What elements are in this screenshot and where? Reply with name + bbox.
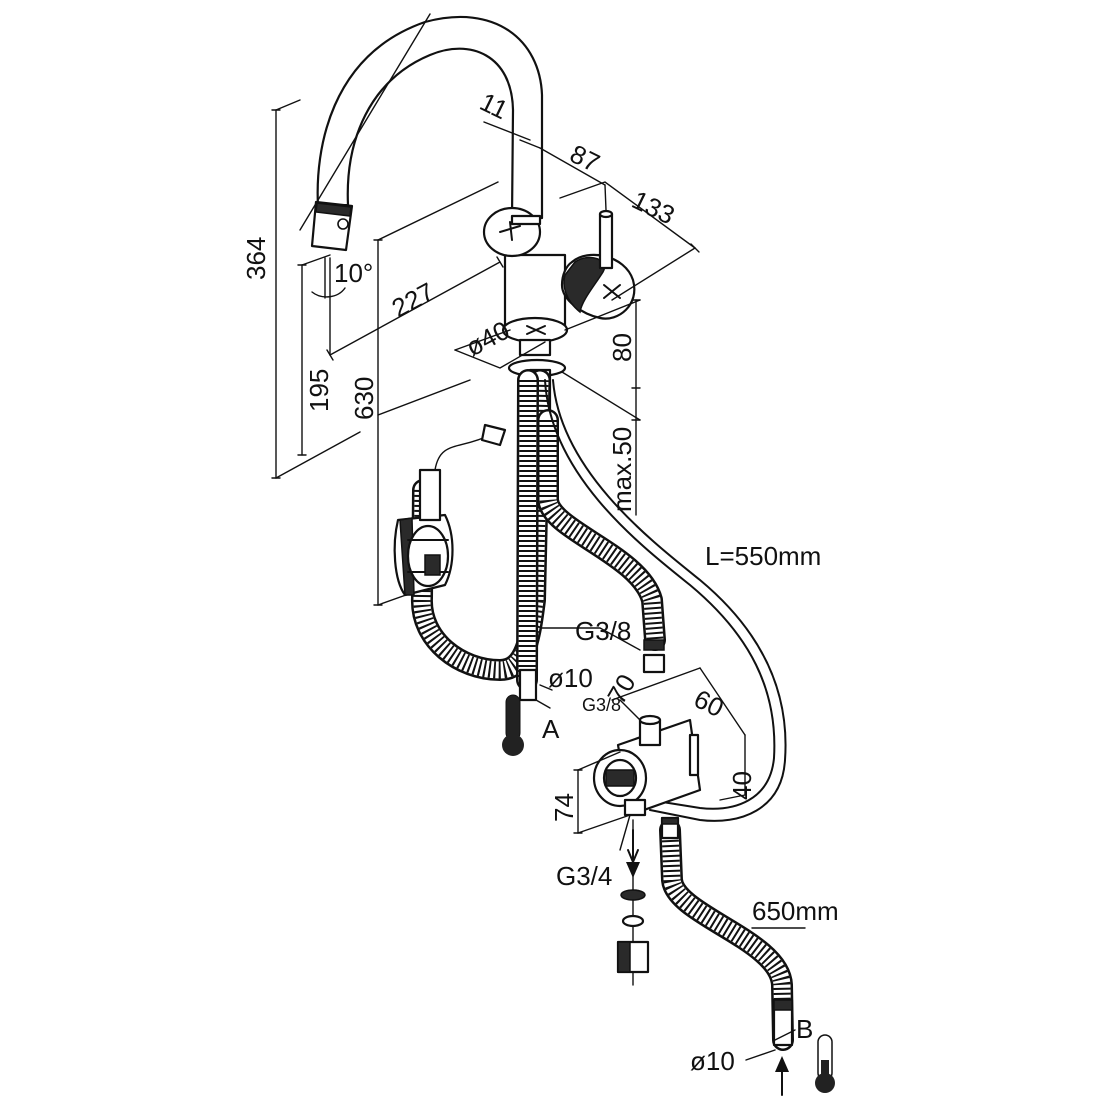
label-b: B (796, 1014, 813, 1044)
hose-supply-mixed (537, 409, 666, 651)
label-hose-650: 650mm (752, 896, 839, 926)
label-364: 364 (241, 237, 271, 280)
label-g34: G3/4 (556, 861, 612, 891)
mixer-lever (560, 209, 636, 320)
hose-end-a (518, 668, 553, 709)
hose-weight (393, 423, 507, 597)
label-dia10-a: ø10 (548, 663, 593, 693)
label-60: 60 (689, 683, 728, 723)
label-10deg: 10° (334, 258, 373, 288)
label-11: 11 (475, 86, 512, 125)
label-195: 195 (304, 369, 334, 412)
spray-head (310, 200, 354, 252)
hose-650 (659, 819, 794, 1051)
label-74: 74 (549, 793, 579, 822)
arrow-up-icon (775, 1056, 789, 1096)
label-227: 227 (387, 276, 439, 323)
arrow-down-icon (626, 829, 640, 878)
thermometer-hot-icon (502, 694, 524, 756)
label-max50: max.50 (607, 427, 637, 512)
dimension-lines-valve (539, 627, 746, 851)
hose-end-b (745, 998, 796, 1061)
hose-550 (544, 379, 787, 822)
label-133: 133 (627, 184, 679, 230)
label-g38-small: G3/8 (582, 695, 621, 715)
seal-and-nut (616, 819, 650, 986)
spout (299, 13, 544, 231)
hose-supply-hot (516, 369, 539, 691)
label-40: 40 (727, 771, 757, 800)
label-80: 80 (607, 333, 637, 362)
label-a: A (542, 714, 560, 744)
label-g38: G3/8 (575, 616, 631, 646)
label-87: 87 (565, 138, 604, 178)
label-hose-550: L=550mm (705, 541, 821, 571)
thermometer-cold-icon (815, 1034, 835, 1093)
label-630: 630 (349, 377, 379, 420)
thermostatic-valve (592, 639, 702, 840)
dimension-lines-upper (271, 99, 700, 606)
label-dia10-b: ø10 (690, 1046, 735, 1076)
